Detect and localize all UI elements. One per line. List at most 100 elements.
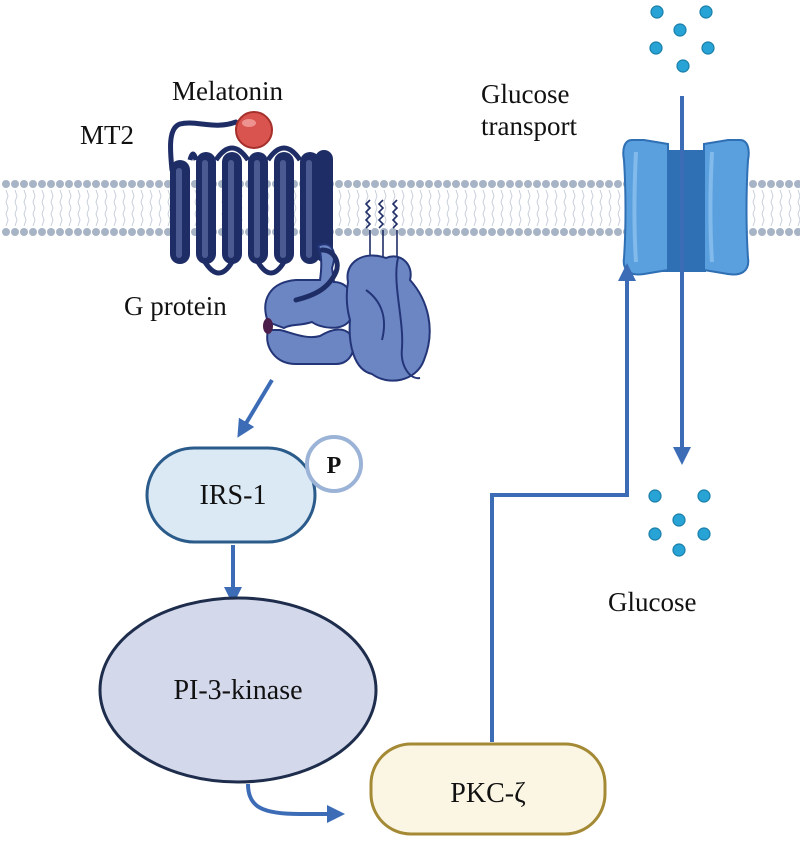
glucose-dot <box>676 59 690 73</box>
membrane-head-top <box>65 180 73 188</box>
membrane-head-top <box>389 180 397 188</box>
membrane-head-top <box>344 180 352 188</box>
membrane-head-bottom <box>560 228 568 236</box>
membrane-head-top <box>794 180 800 188</box>
membrane-head-bottom <box>65 228 73 236</box>
membrane-head-top <box>416 180 424 188</box>
membrane-head-bottom <box>398 228 406 236</box>
membrane-head-top <box>371 180 379 188</box>
membrane-head-top <box>56 180 64 188</box>
membrane-head-top <box>47 180 55 188</box>
label-g-protein: G protein <box>124 291 227 321</box>
membrane-head-top <box>497 180 505 188</box>
membrane-head-bottom <box>47 228 55 236</box>
membrane-head-top <box>533 180 541 188</box>
membrane-head-bottom <box>776 228 784 236</box>
membrane-head-bottom <box>83 228 91 236</box>
membrane-head-bottom <box>443 228 451 236</box>
membrane-head-top <box>506 180 514 188</box>
membrane-head-bottom <box>416 228 424 236</box>
membrane-head-top <box>614 180 622 188</box>
membrane-head-top <box>767 180 775 188</box>
membrane-head-top <box>452 180 460 188</box>
membrane-head-top <box>380 180 388 188</box>
membrane-head-bottom <box>2 228 10 236</box>
label-pkc-zeta: PKC-ζ <box>450 778 525 809</box>
membrane-head-top <box>137 180 145 188</box>
membrane-head-bottom <box>551 228 559 236</box>
arrow-pi3k-to-pkc <box>246 783 345 823</box>
glucose-dot <box>648 489 662 503</box>
membrane-head-bottom <box>461 228 469 236</box>
membrane-head-top <box>776 180 784 188</box>
glucose-dot <box>672 513 686 527</box>
membrane-head-top <box>461 180 469 188</box>
membrane-head-top <box>524 180 532 188</box>
membrane-head-bottom <box>29 228 37 236</box>
membrane-head-bottom <box>605 228 613 236</box>
membrane-head-bottom <box>335 228 343 236</box>
membrane-head-bottom <box>533 228 541 236</box>
arrow-pkc-to-transporter <box>490 263 636 742</box>
membrane-head-bottom <box>344 228 352 236</box>
membrane-head-top <box>128 180 136 188</box>
membrane-head-bottom <box>119 228 127 236</box>
membrane-head-bottom <box>488 228 496 236</box>
membrane-head-bottom <box>74 228 82 236</box>
membrane-head-bottom <box>614 228 622 236</box>
membrane-head-top <box>605 180 613 188</box>
melatonin-ligand <box>235 111 273 149</box>
membrane-head-top <box>2 180 10 188</box>
membrane-head-top <box>407 180 415 188</box>
membrane-head-bottom <box>146 228 154 236</box>
membrane-head-top <box>101 180 109 188</box>
glucose-molecules-outside <box>649 5 715 73</box>
membrane-head-bottom <box>785 228 793 236</box>
membrane-head-top <box>785 180 793 188</box>
membrane-head-bottom <box>596 228 604 236</box>
glucose-dot <box>699 5 713 19</box>
membrane-head-top <box>578 180 586 188</box>
irs1-node <box>145 435 363 544</box>
membrane-head-top <box>515 180 523 188</box>
membrane-head-top <box>155 180 163 188</box>
membrane-head-bottom <box>470 228 478 236</box>
membrane-head-bottom <box>767 228 775 236</box>
label-phospho: P <box>327 453 342 479</box>
membrane-head-top <box>551 180 559 188</box>
membrane-head-bottom <box>101 228 109 236</box>
arrow-gprotein-to-irs1 <box>237 378 274 438</box>
membrane-head-top <box>119 180 127 188</box>
membrane-head-top <box>335 180 343 188</box>
membrane-head-top <box>470 180 478 188</box>
membrane-head-bottom <box>92 228 100 236</box>
membrane-head-top <box>38 180 46 188</box>
membrane-head-top <box>20 180 28 188</box>
membrane-head-bottom <box>569 228 577 236</box>
membrane-head-bottom <box>20 228 28 236</box>
label-irs1: IRS-1 <box>200 480 267 511</box>
membrane-head-top <box>398 180 406 188</box>
glucose-dot <box>697 527 711 541</box>
membrane-head-bottom <box>578 228 586 236</box>
membrane-head-top <box>83 180 91 188</box>
membrane-head-bottom <box>542 228 550 236</box>
membrane-head-bottom <box>371 228 379 236</box>
membrane-head-bottom <box>452 228 460 236</box>
pkc-zeta-node <box>369 742 607 836</box>
membrane-head-top <box>425 180 433 188</box>
membrane-head-bottom <box>434 228 442 236</box>
membrane-head-top <box>11 180 19 188</box>
label-melatonin: Melatonin <box>172 76 283 106</box>
glucose-molecules-inside <box>648 489 711 557</box>
membrane-head-bottom <box>155 228 163 236</box>
glucose-dot <box>672 543 686 557</box>
membrane-head-bottom <box>56 228 64 236</box>
membrane-head-bottom <box>380 228 388 236</box>
pi3k-node <box>98 596 378 784</box>
membrane-head-bottom <box>524 228 532 236</box>
membrane-head-bottom <box>479 228 487 236</box>
membrane-head-top <box>443 180 451 188</box>
membrane-head-top <box>110 180 118 188</box>
